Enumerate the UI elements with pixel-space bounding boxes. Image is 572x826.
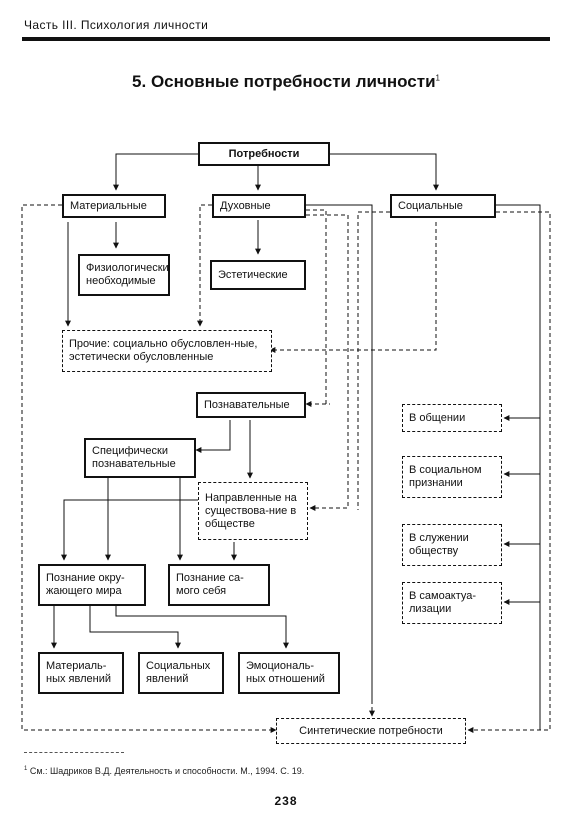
connector-social-other [269, 222, 437, 353]
node-material: Материальные [62, 194, 166, 218]
title-footnote-marker: 1 [435, 73, 440, 83]
node-serving-society-label: В служении обществу [409, 532, 469, 557]
node-material-label: Материальные [70, 199, 147, 212]
node-specific-cognitive: Специфически познавательные [84, 438, 196, 478]
node-spiritual-label: Духовные [220, 199, 271, 212]
connector-spiritual-other [197, 204, 212, 327]
connector-spiritual-directed [306, 214, 349, 511]
node-spiritual: Духовные [212, 194, 306, 218]
node-emotional-relations-label: Эмоциональ-ных отношений [246, 660, 325, 685]
connector-social-directed [357, 211, 390, 510]
node-directed-existence-label: Направленные на существова-ние в обществ… [205, 491, 297, 530]
node-social: Социальные [390, 194, 496, 218]
connector-material-synthetic [21, 204, 277, 733]
node-social-phenomena: Социальных явлений [138, 652, 224, 694]
node-self-actualization: В самоактуа-лизации [402, 582, 502, 624]
connector-needs-social [330, 153, 439, 191]
node-communication: В общении [402, 404, 502, 432]
node-physiological-label: Физиологически необходимые [86, 262, 169, 287]
node-specific-cognitive-label: Специфически познавательные [92, 445, 176, 470]
node-aesthetic: Эстетические [210, 260, 306, 290]
node-material-phenomena: Материаль-ных явлений [38, 652, 124, 694]
node-synthetic: Синтетические потребности [276, 718, 466, 744]
node-know-world-label: Познание окру-жающего мира [46, 572, 125, 597]
node-other: Прочие: социально обусловлен-ные, эстети… [62, 330, 272, 372]
node-needs: Потребности [198, 142, 330, 166]
node-serving-society: В служении обществу [402, 524, 502, 566]
node-cognitive: Познавательные [196, 392, 306, 418]
title-number: 5. [132, 72, 147, 91]
node-directed-existence: Направленные на существова-ние в обществ… [198, 482, 308, 540]
node-physiological: Физиологически необходимые [78, 254, 170, 296]
node-know-self-label: Познание са-мого себя [176, 572, 244, 597]
node-cognitive-label: Познавательные [204, 398, 290, 411]
connector-world-emotional [115, 606, 289, 649]
node-social-recognition-label: В социальном признании [409, 464, 482, 489]
node-social-phenomena-label: Социальных явлений [146, 660, 211, 685]
connector-world-social [89, 606, 181, 649]
connector-spiritual-cognitive [306, 209, 330, 405]
footnote-marker: 1 [24, 766, 28, 772]
page-title: 5. Основные потребности личности1 [0, 72, 572, 92]
node-social-label: Социальные [398, 199, 463, 212]
node-know-world: Познание окру-жающего мира [38, 564, 146, 606]
footnote-text: См.: Шадриков В.Д. Деятельность и способ… [29, 766, 305, 776]
connector-social-synthetic [467, 211, 551, 733]
connector-spiritual-synthetic-solid [306, 204, 373, 700]
footnote-rule [24, 752, 124, 753]
node-know-self: Познание са-мого себя [168, 564, 270, 606]
connector-social-right-trunk [496, 204, 541, 730]
node-communication-label: В общении [409, 411, 466, 424]
node-synthetic-label: Синтетические потребности [299, 724, 443, 737]
node-material-phenomena-label: Материаль-ных явлений [46, 660, 111, 685]
connector-needs-material [113, 153, 198, 191]
title-text: Основные потребности личности [150, 72, 436, 91]
node-aesthetic-label: Эстетические [218, 268, 288, 281]
footnote: 1 См.: Шадриков В.Д. Деятельность и спос… [24, 766, 304, 776]
node-needs-label: Потребности [228, 147, 300, 160]
node-emotional-relations: Эмоциональ-ных отношений [238, 652, 340, 694]
connector-directed-world [61, 499, 198, 561]
page-header: Часть III. Психология личности [24, 18, 209, 32]
node-other-label: Прочие: социально обусловлен-ные, эстети… [69, 338, 258, 363]
connector-cognitive-specific [195, 420, 231, 453]
node-social-recognition: В социальном признании [402, 456, 502, 498]
node-self-actualization-label: В самоактуа-лизации [409, 590, 477, 615]
page-number: 238 [274, 794, 298, 808]
header-rule [22, 37, 550, 41]
